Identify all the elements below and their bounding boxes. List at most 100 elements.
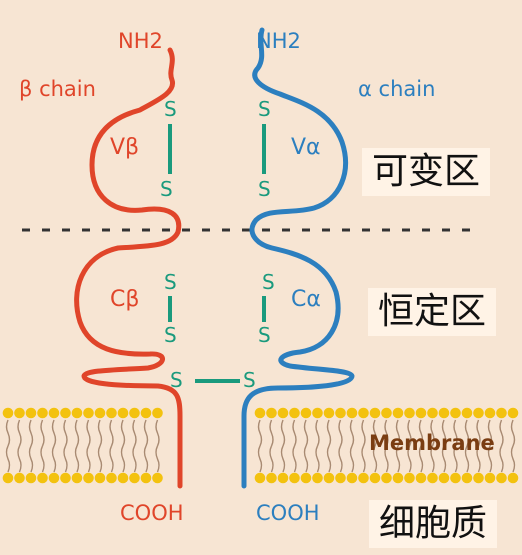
lipid-head — [484, 472, 496, 484]
lipid-tail — [338, 445, 343, 473]
lipid-head — [37, 407, 48, 419]
lipid-tail — [109, 445, 114, 473]
lipid-head — [266, 407, 277, 419]
beta-c-terminus-label: COOH — [120, 501, 184, 525]
lipid-tail — [384, 445, 389, 473]
beta-n-terminus-label: NH2 — [118, 29, 163, 53]
lipid-tail — [132, 445, 137, 473]
lipid-head — [450, 472, 461, 484]
lipid-tail — [338, 419, 343, 447]
lipid-tail — [280, 419, 286, 447]
lipid-tail — [395, 419, 401, 447]
lipid-tail — [361, 445, 366, 473]
lipid-head — [461, 472, 473, 484]
lipid-tail — [303, 419, 309, 447]
alpha-n-terminus-label: NH2 — [256, 29, 301, 53]
sulfur-label: S — [164, 270, 177, 294]
lipid-bilayer — [2, 407, 519, 484]
beta-chain-strand — [74, 47, 183, 489]
lipid-tail — [464, 419, 470, 447]
lipid-head — [94, 407, 106, 419]
lipid-head — [323, 472, 335, 484]
sulfur-label: S — [243, 368, 256, 392]
lipid-tail — [120, 419, 126, 447]
lipid-tail — [464, 445, 470, 473]
lipid-head — [312, 472, 323, 484]
lipid-tail — [120, 445, 126, 473]
lipid-tail — [109, 419, 114, 447]
sulfur-label: S — [258, 323, 271, 347]
lipid-tail — [132, 419, 137, 447]
constant-region-label: 恒定区 — [368, 288, 497, 336]
alpha-v-domain-label: Vα — [291, 135, 321, 160]
lipid-head — [37, 472, 48, 484]
lipid-tail — [499, 419, 504, 447]
lipid-tail — [292, 445, 297, 473]
lipid-head — [289, 407, 300, 419]
lipid-tail — [349, 445, 355, 473]
lipid-tail — [453, 419, 458, 447]
membrane-label: Membrane — [369, 431, 495, 455]
beta-v-domain-label: Vβ — [110, 135, 140, 160]
lipid-head — [358, 472, 369, 484]
lipid-head — [346, 472, 358, 484]
lipid-tail — [372, 445, 378, 473]
lipid-tail — [430, 419, 435, 447]
lipid-tail — [257, 445, 263, 473]
lipid-head — [83, 407, 94, 419]
lipid-head — [507, 407, 519, 419]
lipid-tail — [326, 419, 332, 447]
lipid-tail — [476, 445, 481, 473]
lipid-head — [404, 472, 415, 484]
lipid-head — [300, 472, 312, 484]
lipid-head — [300, 407, 312, 419]
lipid-head — [438, 472, 450, 484]
lipid-tail — [143, 445, 149, 473]
lipid-head — [152, 472, 163, 484]
alpha-c-terminus-label: COOH — [256, 501, 320, 525]
lipid-head — [94, 472, 106, 484]
lipid-tail — [86, 445, 91, 473]
lipid-head — [346, 407, 358, 419]
lipid-tail — [51, 445, 57, 473]
lipid-head — [266, 472, 277, 484]
lipid-head — [335, 472, 346, 484]
lipid-tail — [63, 445, 68, 473]
lipid-tail — [430, 445, 435, 473]
beta-c-domain-label: Cβ — [110, 287, 140, 312]
lipid-head — [323, 407, 335, 419]
lipid-head — [60, 407, 71, 419]
lipid-head — [427, 472, 438, 484]
lipid-head — [473, 472, 484, 484]
lipid-head — [25, 407, 37, 419]
lipid-tail — [418, 419, 424, 447]
lipid-head — [277, 472, 289, 484]
lipid-head — [289, 472, 300, 484]
lipid-head — [450, 407, 461, 419]
lipid-head — [438, 407, 450, 419]
lipid-tail — [361, 419, 366, 447]
sulfur-label: S — [164, 323, 177, 347]
sulfur-label: S — [160, 177, 173, 201]
lipid-tail — [143, 419, 149, 447]
lipid-tail — [269, 445, 274, 473]
lipid-tail — [510, 419, 516, 447]
variable-region-label: 可变区 — [362, 148, 491, 196]
lipid-head — [415, 407, 427, 419]
lipid-head — [254, 407, 266, 419]
lipid-tail — [74, 445, 80, 473]
lipid-head — [312, 407, 323, 419]
lipid-head — [106, 407, 117, 419]
lipid-tail — [51, 419, 57, 447]
lipid-tail — [280, 445, 286, 473]
alpha-chain-label: α chain — [358, 77, 436, 101]
lipid-tail — [315, 445, 320, 473]
lipid-head — [152, 407, 163, 419]
lipid-head — [392, 472, 404, 484]
alpha-c-domain-label: Cα — [291, 287, 321, 312]
lipid-head — [48, 407, 60, 419]
lipid-tail — [510, 445, 516, 473]
lipid-tail — [17, 419, 22, 447]
lipid-tail — [349, 419, 355, 447]
lipid-head — [335, 407, 346, 419]
